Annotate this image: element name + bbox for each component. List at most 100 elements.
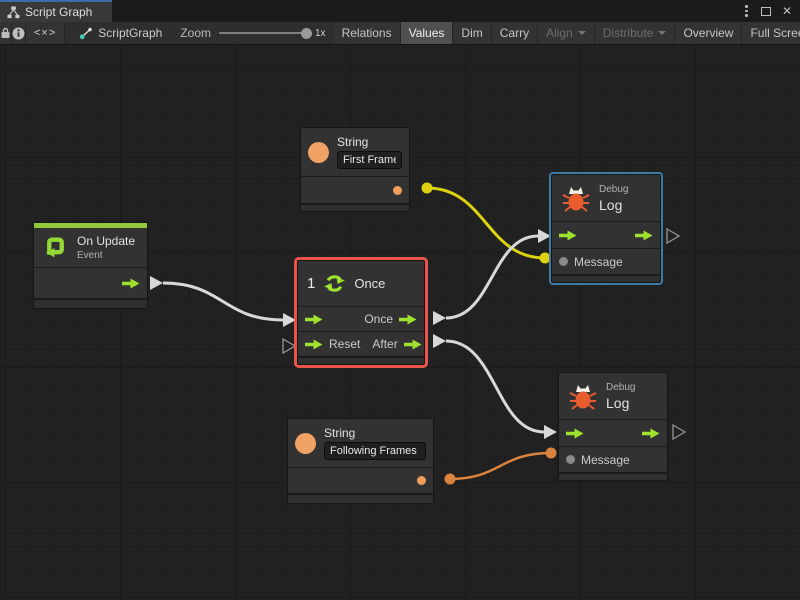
node-string-following-frames[interactable]: String xyxy=(287,418,434,504)
value-endpoint-dot xyxy=(421,182,433,194)
port-row xyxy=(559,419,667,446)
graph-toolbar: <×> ScriptGraph Zoom 1x Relations Values… xyxy=(0,22,800,45)
port-row: Once xyxy=(298,306,424,331)
node-footer xyxy=(34,298,147,308)
flow-endpoint-triangle xyxy=(433,311,446,325)
flow-output-port-after[interactable] xyxy=(403,339,422,350)
flow-endpoint-triangle xyxy=(150,276,163,290)
flow-output-port[interactable] xyxy=(122,278,140,289)
zoom-control: Zoom 1x xyxy=(172,22,333,44)
chevron-down-icon xyxy=(577,31,586,35)
flow-input-port[interactable] xyxy=(566,428,584,439)
unconnected-port-triangle xyxy=(672,423,687,441)
message-input-port[interactable] xyxy=(566,455,575,464)
overview-button[interactable]: Overview xyxy=(675,22,743,44)
node-debug-log-bottom[interactable]: Debug Log Message xyxy=(558,372,668,481)
bug-icon xyxy=(569,385,597,410)
titlebar: Script Graph ✕ xyxy=(0,0,800,22)
flow-output-port[interactable] xyxy=(399,314,417,325)
port-label-message: Message xyxy=(574,254,623,269)
flow-input-port-reset[interactable] xyxy=(305,339,323,350)
wire-onupdate-to-once xyxy=(162,281,284,322)
values-button[interactable]: Values xyxy=(400,22,454,44)
node-footer xyxy=(552,274,660,282)
string-icon xyxy=(295,432,316,454)
node-kind: Debug xyxy=(606,381,636,393)
node-title: Once xyxy=(354,276,386,291)
zoom-slider-handle[interactable] xyxy=(301,27,312,39)
once-badge: 1 xyxy=(307,275,316,292)
port-label-reset: Reset xyxy=(329,337,361,351)
bug-icon xyxy=(562,187,590,212)
inspect-button[interactable] xyxy=(12,22,26,44)
wire-string-to-debug-top xyxy=(426,186,546,260)
value-endpoint-dot xyxy=(545,447,557,459)
flow-endpoint-triangle xyxy=(544,425,557,439)
code-view-glyph: <×> xyxy=(34,27,57,39)
tab-title: Script Graph xyxy=(25,5,93,19)
node-debug-log-top[interactable]: Debug Log Message xyxy=(551,174,661,283)
node-header: String xyxy=(301,128,409,176)
port-row xyxy=(301,176,409,203)
node-title: On Update xyxy=(77,234,136,248)
zoom-slider[interactable] xyxy=(219,27,312,39)
node-string-first-frame[interactable]: String xyxy=(300,127,410,212)
graph-icon xyxy=(7,5,20,18)
node-title: Log xyxy=(606,394,630,411)
node-on-update[interactable]: On Update Event xyxy=(33,222,148,309)
port-row: Message xyxy=(552,248,660,274)
script-graph-icon xyxy=(80,27,93,39)
carry-button[interactable]: Carry xyxy=(491,22,539,44)
distribute-button[interactable]: Distribute xyxy=(594,22,676,44)
code-view-button[interactable]: <×> xyxy=(26,22,66,44)
flow-endpoint-triangle xyxy=(283,313,296,327)
node-footer xyxy=(298,356,424,364)
window-menu-icon[interactable] xyxy=(743,3,750,19)
lock-button[interactable] xyxy=(0,22,12,44)
value-output-port[interactable] xyxy=(393,185,402,195)
port-label-after: After xyxy=(372,337,398,351)
node-title: Log xyxy=(599,196,623,213)
flow-input-port[interactable] xyxy=(559,230,577,241)
node-footer xyxy=(301,203,409,211)
info-icon xyxy=(12,27,25,39)
unconnected-port-triangle xyxy=(282,337,297,355)
string-icon xyxy=(308,141,329,163)
message-input-port[interactable] xyxy=(559,257,568,266)
on-update-icon xyxy=(46,237,64,258)
zoom-label: Zoom xyxy=(180,26,211,40)
lock-icon xyxy=(1,27,10,38)
align-button[interactable]: Align xyxy=(538,22,595,44)
breadcrumb[interactable]: ScriptGraph xyxy=(65,22,172,44)
string-value-input[interactable] xyxy=(337,151,402,169)
chevron-down-icon xyxy=(658,31,667,35)
flow-endpoint-triangle xyxy=(538,229,551,243)
node-once[interactable]: 1 Once Once Reset After xyxy=(297,260,425,365)
node-title: String xyxy=(324,426,356,440)
close-icon[interactable]: ✕ xyxy=(781,4,792,18)
flow-output-port[interactable] xyxy=(635,230,653,241)
dim-button[interactable]: Dim xyxy=(453,22,492,44)
wire-string-to-debug-bottom xyxy=(449,451,552,481)
maximize-icon[interactable] xyxy=(760,6,771,16)
value-output-port[interactable] xyxy=(417,476,426,485)
flow-input-port[interactable] xyxy=(305,314,323,325)
node-header: String xyxy=(288,419,433,467)
event-strip xyxy=(34,223,147,228)
node-title: String xyxy=(337,135,369,149)
string-value-input[interactable] xyxy=(324,442,426,460)
flow-output-port[interactable] xyxy=(642,428,660,439)
node-kind: Debug xyxy=(599,183,629,195)
tab-script-graph[interactable]: Script Graph xyxy=(0,0,112,22)
value-endpoint-dot xyxy=(539,252,551,264)
port-label-once: Once xyxy=(364,312,393,326)
graph-canvas[interactable]: String On Update Event xyxy=(0,45,800,600)
fullscreen-button[interactable]: Full Screen xyxy=(742,22,800,44)
relations-button[interactable]: Relations xyxy=(333,22,401,44)
breadcrumb-label: ScriptGraph xyxy=(98,26,163,40)
port-row xyxy=(288,467,433,493)
wire-once-to-debug-top xyxy=(445,234,539,320)
port-label-message: Message xyxy=(581,452,630,467)
port-row xyxy=(34,267,147,298)
port-row: Reset After xyxy=(298,331,424,356)
